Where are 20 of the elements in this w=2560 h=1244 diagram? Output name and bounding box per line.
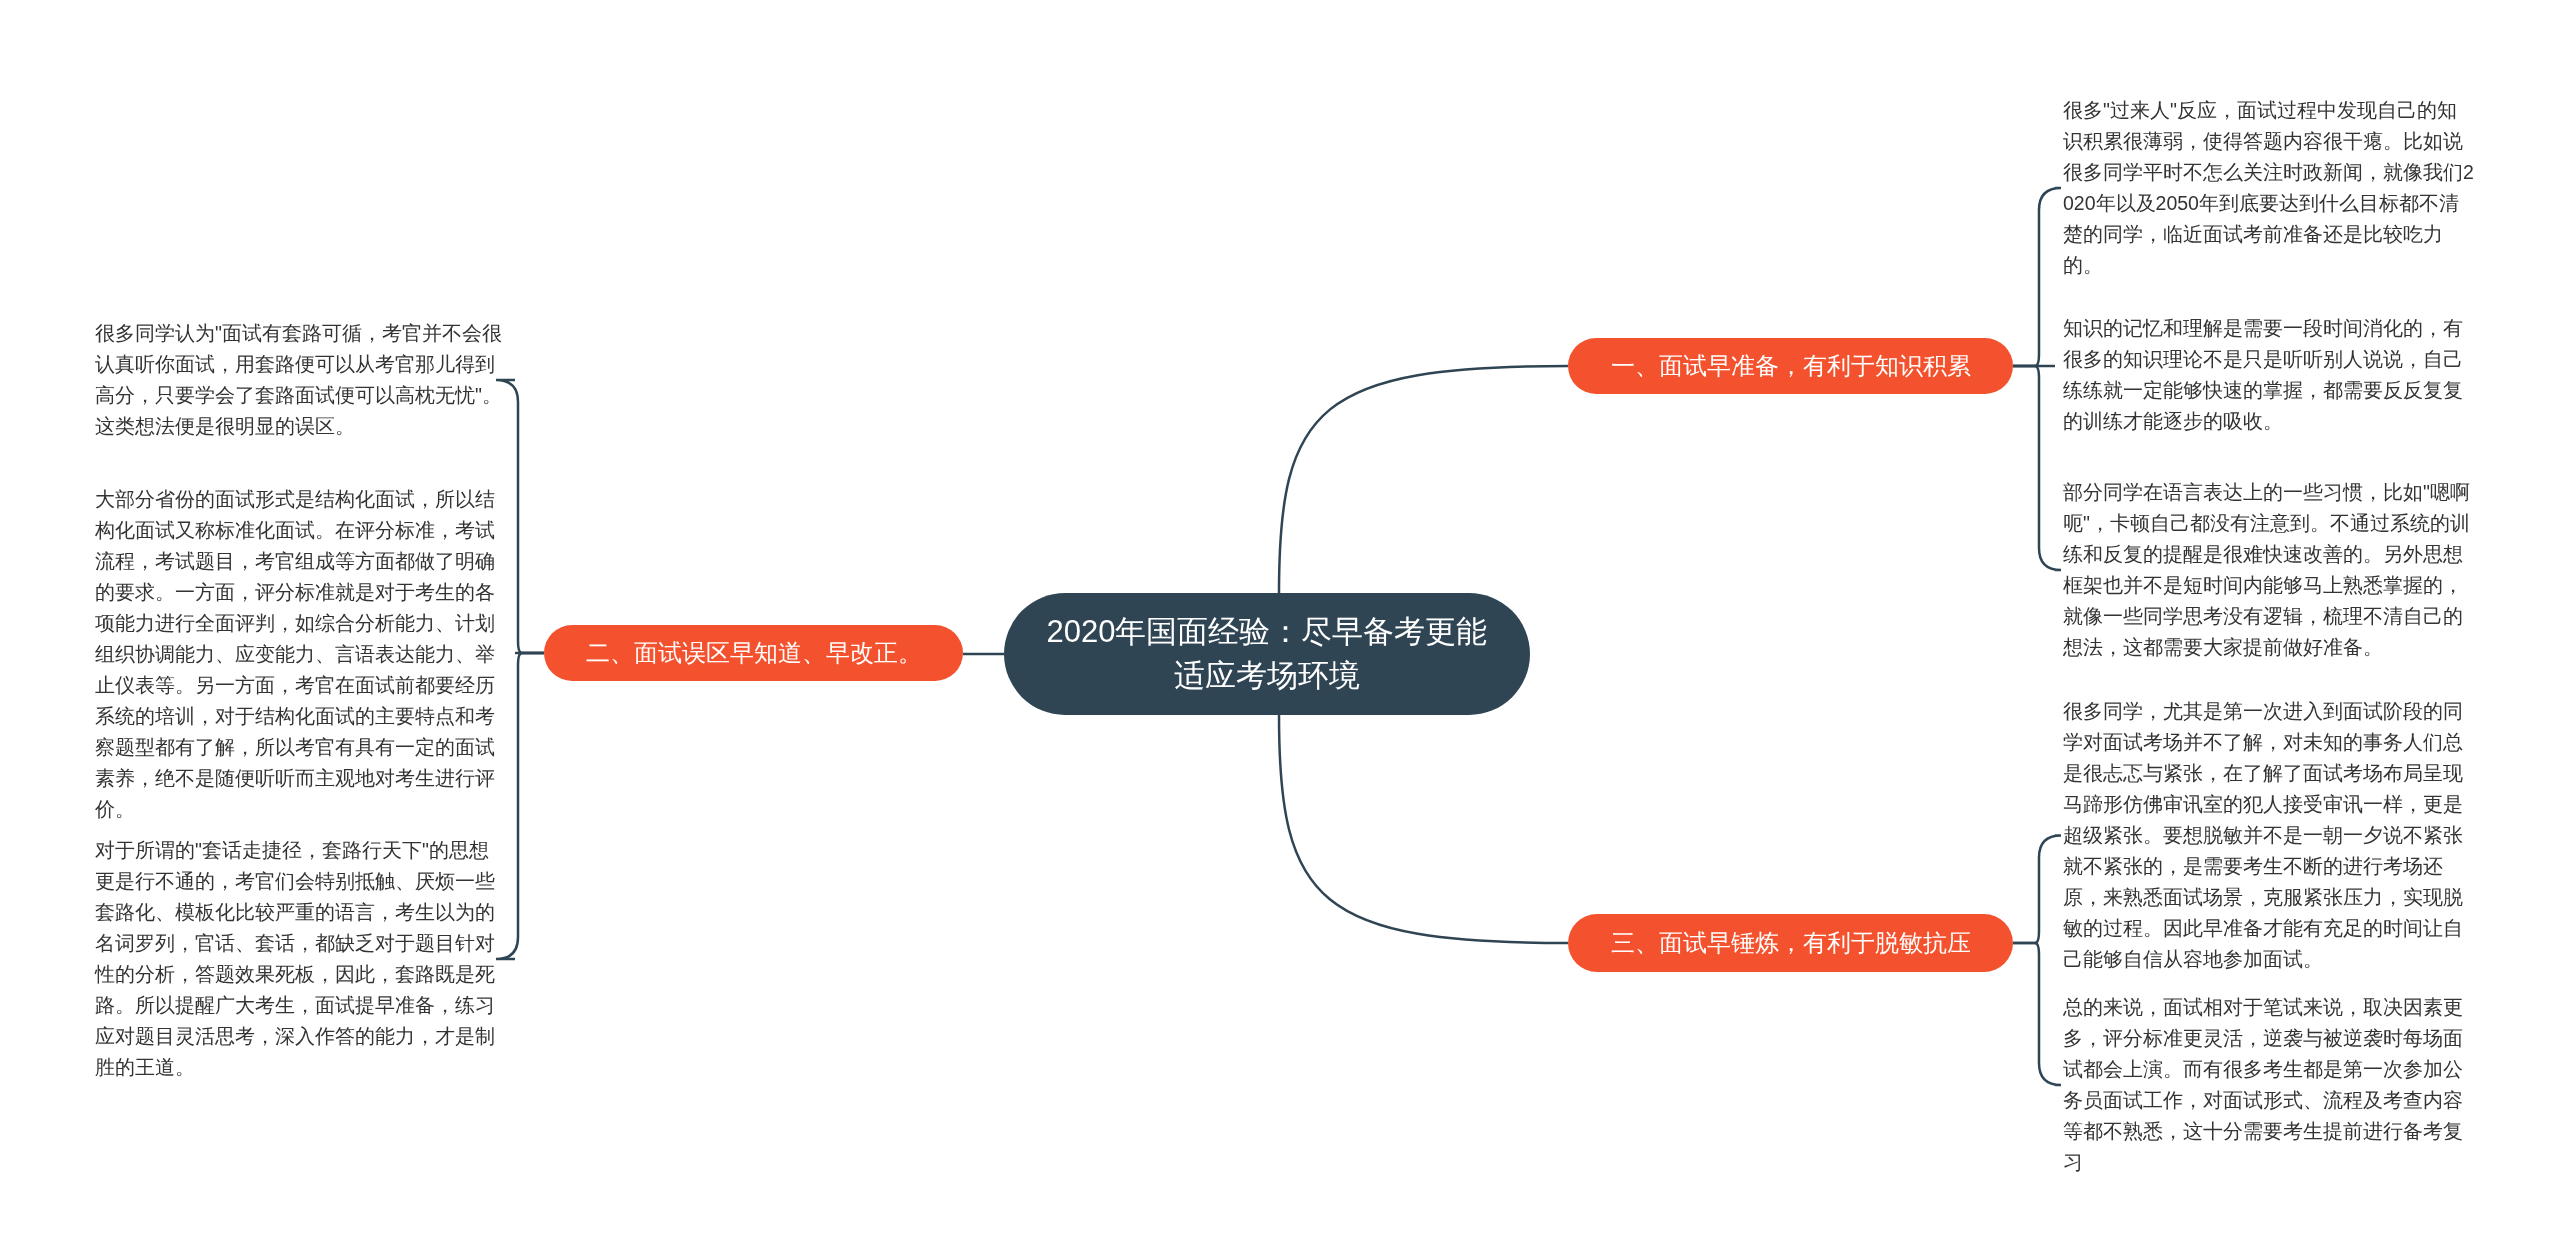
- topic-text: 2020年国面经验：尽早备考更能适应考场环境: [1045, 613, 1489, 695]
- connector-line: [963, 652, 1004, 656]
- connector-line: [2013, 364, 2063, 572]
- branch-pill: [1568, 914, 2013, 972]
- connector-line: [1277, 364, 1568, 594]
- branch-pill: [1568, 338, 2013, 394]
- note-text: 部分同学在语言表达上的一些习惯，比如"嗯啊呃"，卡顿自己都没有注意到。不通过系统的训练和反复的提醒是很难快速改善的。另外思想框架也并不是短时间内能够马上熟悉掌握的，就像一些同学思考没有逻辑，梳理不清自己的想法，这都需要大家提前做好准备。: [2063, 477, 2475, 663]
- note-text: 很多"过来人"反应，面试过程中发现自己的知识积累很薄弱，使得答题内容很干瘪。比如说很多同学平时不怎么关注时政新闻，就像我们2020年以及2050年到底要达到什么目标都不清楚的同学，临近面试考前准备还是比较吃力的。: [2063, 95, 2475, 281]
- note-text: 很多同学认为"面试有套路可循，考官并不会很认真听你面试，用套路便可以从考官那儿得到高分，只要学会了套路面试便可以高枕无忧"。这类想法便是很明显的误区。: [95, 318, 507, 442]
- branch-text: 三、面试早锤炼，有利于脱敏抗压: [1610, 928, 1971, 958]
- branch-pill: [544, 625, 963, 681]
- note-text: 对于所谓的"套话走捷径，套路行天下"的思想更是行不通的，考官们会特别抵触、厌烦一些套路化、模板化比较严重的语言，考生以为的名词罗列，官话、套话，都缺乏对于题目针对性的分析，答题效果死板，因此，套路既是死路。所以提醒广大考生，面试提早准备，练习应对题目灵活思考，深入作答的能力，才是制胜的王道。: [95, 835, 507, 1083]
- connector-line: [494, 651, 544, 961]
- note-text: 总的来说，面试相对于笔试来说，取决因素更多，评分标准更灵活，逆袭与被逆袭时每场面试都会上演。而有很多考生都是第一次参加公务员面试工作，对面试形式、流程及考查内容等都不熟悉，这十分需要考生提前进行备考复习: [2063, 992, 2475, 1178]
- note-text: 知识的记忆和理解是需要一段时间消化的，有很多的知识理论不是只是听听别人说说，自己练练就一定能够快速的掌握，都需要反反复复的训练才能逐步的吸收。: [2063, 313, 2475, 437]
- branch-text: 二、面试误区早知道、早改正。: [585, 638, 922, 668]
- note-text: 很多同学，尤其是第一次进入到面试阶段的同学对面试考场并不了解，对未知的事务人们总是很忐忑与紧张，在了解了面试考场布局呈现马蹄形仿佛审讯室的犯人接受审讯一样，更是超级紧张。要想脱敏并不是一朝一夕说不紧张就不紧张的，是需要考生不断的进行考场还原，来熟悉面试场景，克服紧张压力，实现脱敏的过程。因此早准备才能有充足的时间让自己能够自信从容地参加面试。: [2063, 696, 2475, 975]
- note-text: 大部分省份的面试形式是结构化面试，所以结构化面试又称标准化面试。在评分标准，考试流程，考试题目，考官组成等方面都做了明确的要求。一方面，评分标准就是对于考生的各项能力进行全面评判，如综合分析能力、计划组织协调能力、应变能力、言语表达能力、举止仪表等。另一方面，考官在面试前都要经历系统的培训，对于结构化面试的主要特点和考察题型都有了解，所以考官有具有一定的面试素养，绝不是随便听听而主观地对考生进行评价。: [95, 484, 507, 825]
- branch-text: 一、面试早准备，有利于知识积累: [1610, 351, 1971, 381]
- connector-line: [1277, 714, 1568, 945]
